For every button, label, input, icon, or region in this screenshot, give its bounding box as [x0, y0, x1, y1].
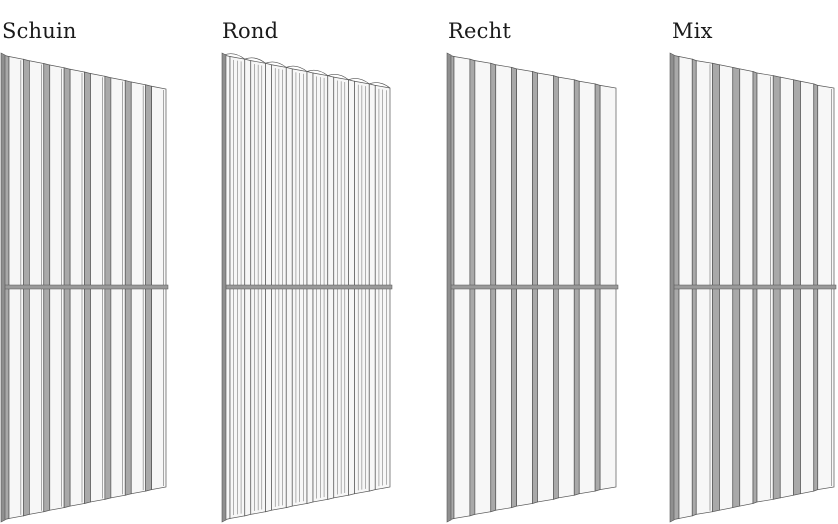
- panel-label-recht: Recht: [448, 19, 511, 43]
- panel-seam: [671, 284, 837, 290]
- slat-cap: [244, 57, 266, 64]
- panel-edge: [669, 52, 675, 523]
- panel-rond: [221, 52, 393, 523]
- panel-schuin: [0, 52, 169, 523]
- panel-mix: [669, 52, 837, 523]
- slat-cap: [327, 74, 349, 81]
- slat-cap: [369, 82, 391, 89]
- slat-cap: [223, 53, 245, 60]
- panel-seam: [223, 284, 393, 290]
- slat-cap: [286, 65, 308, 72]
- panel-seam: [448, 284, 619, 290]
- slat-cap: [348, 78, 370, 85]
- panel-edge: [446, 52, 452, 523]
- slat-cap: [265, 61, 287, 68]
- panel-recht: [446, 52, 619, 523]
- panel-seam: [2, 284, 169, 290]
- panel-label-mix: Mix: [672, 19, 713, 43]
- panel-label-schuin: Schuin: [2, 19, 77, 43]
- slat-cap: [306, 69, 328, 76]
- panel-edge: [0, 52, 6, 523]
- panel-edge: [221, 52, 227, 523]
- panel-label-rond: Rond: [222, 19, 279, 43]
